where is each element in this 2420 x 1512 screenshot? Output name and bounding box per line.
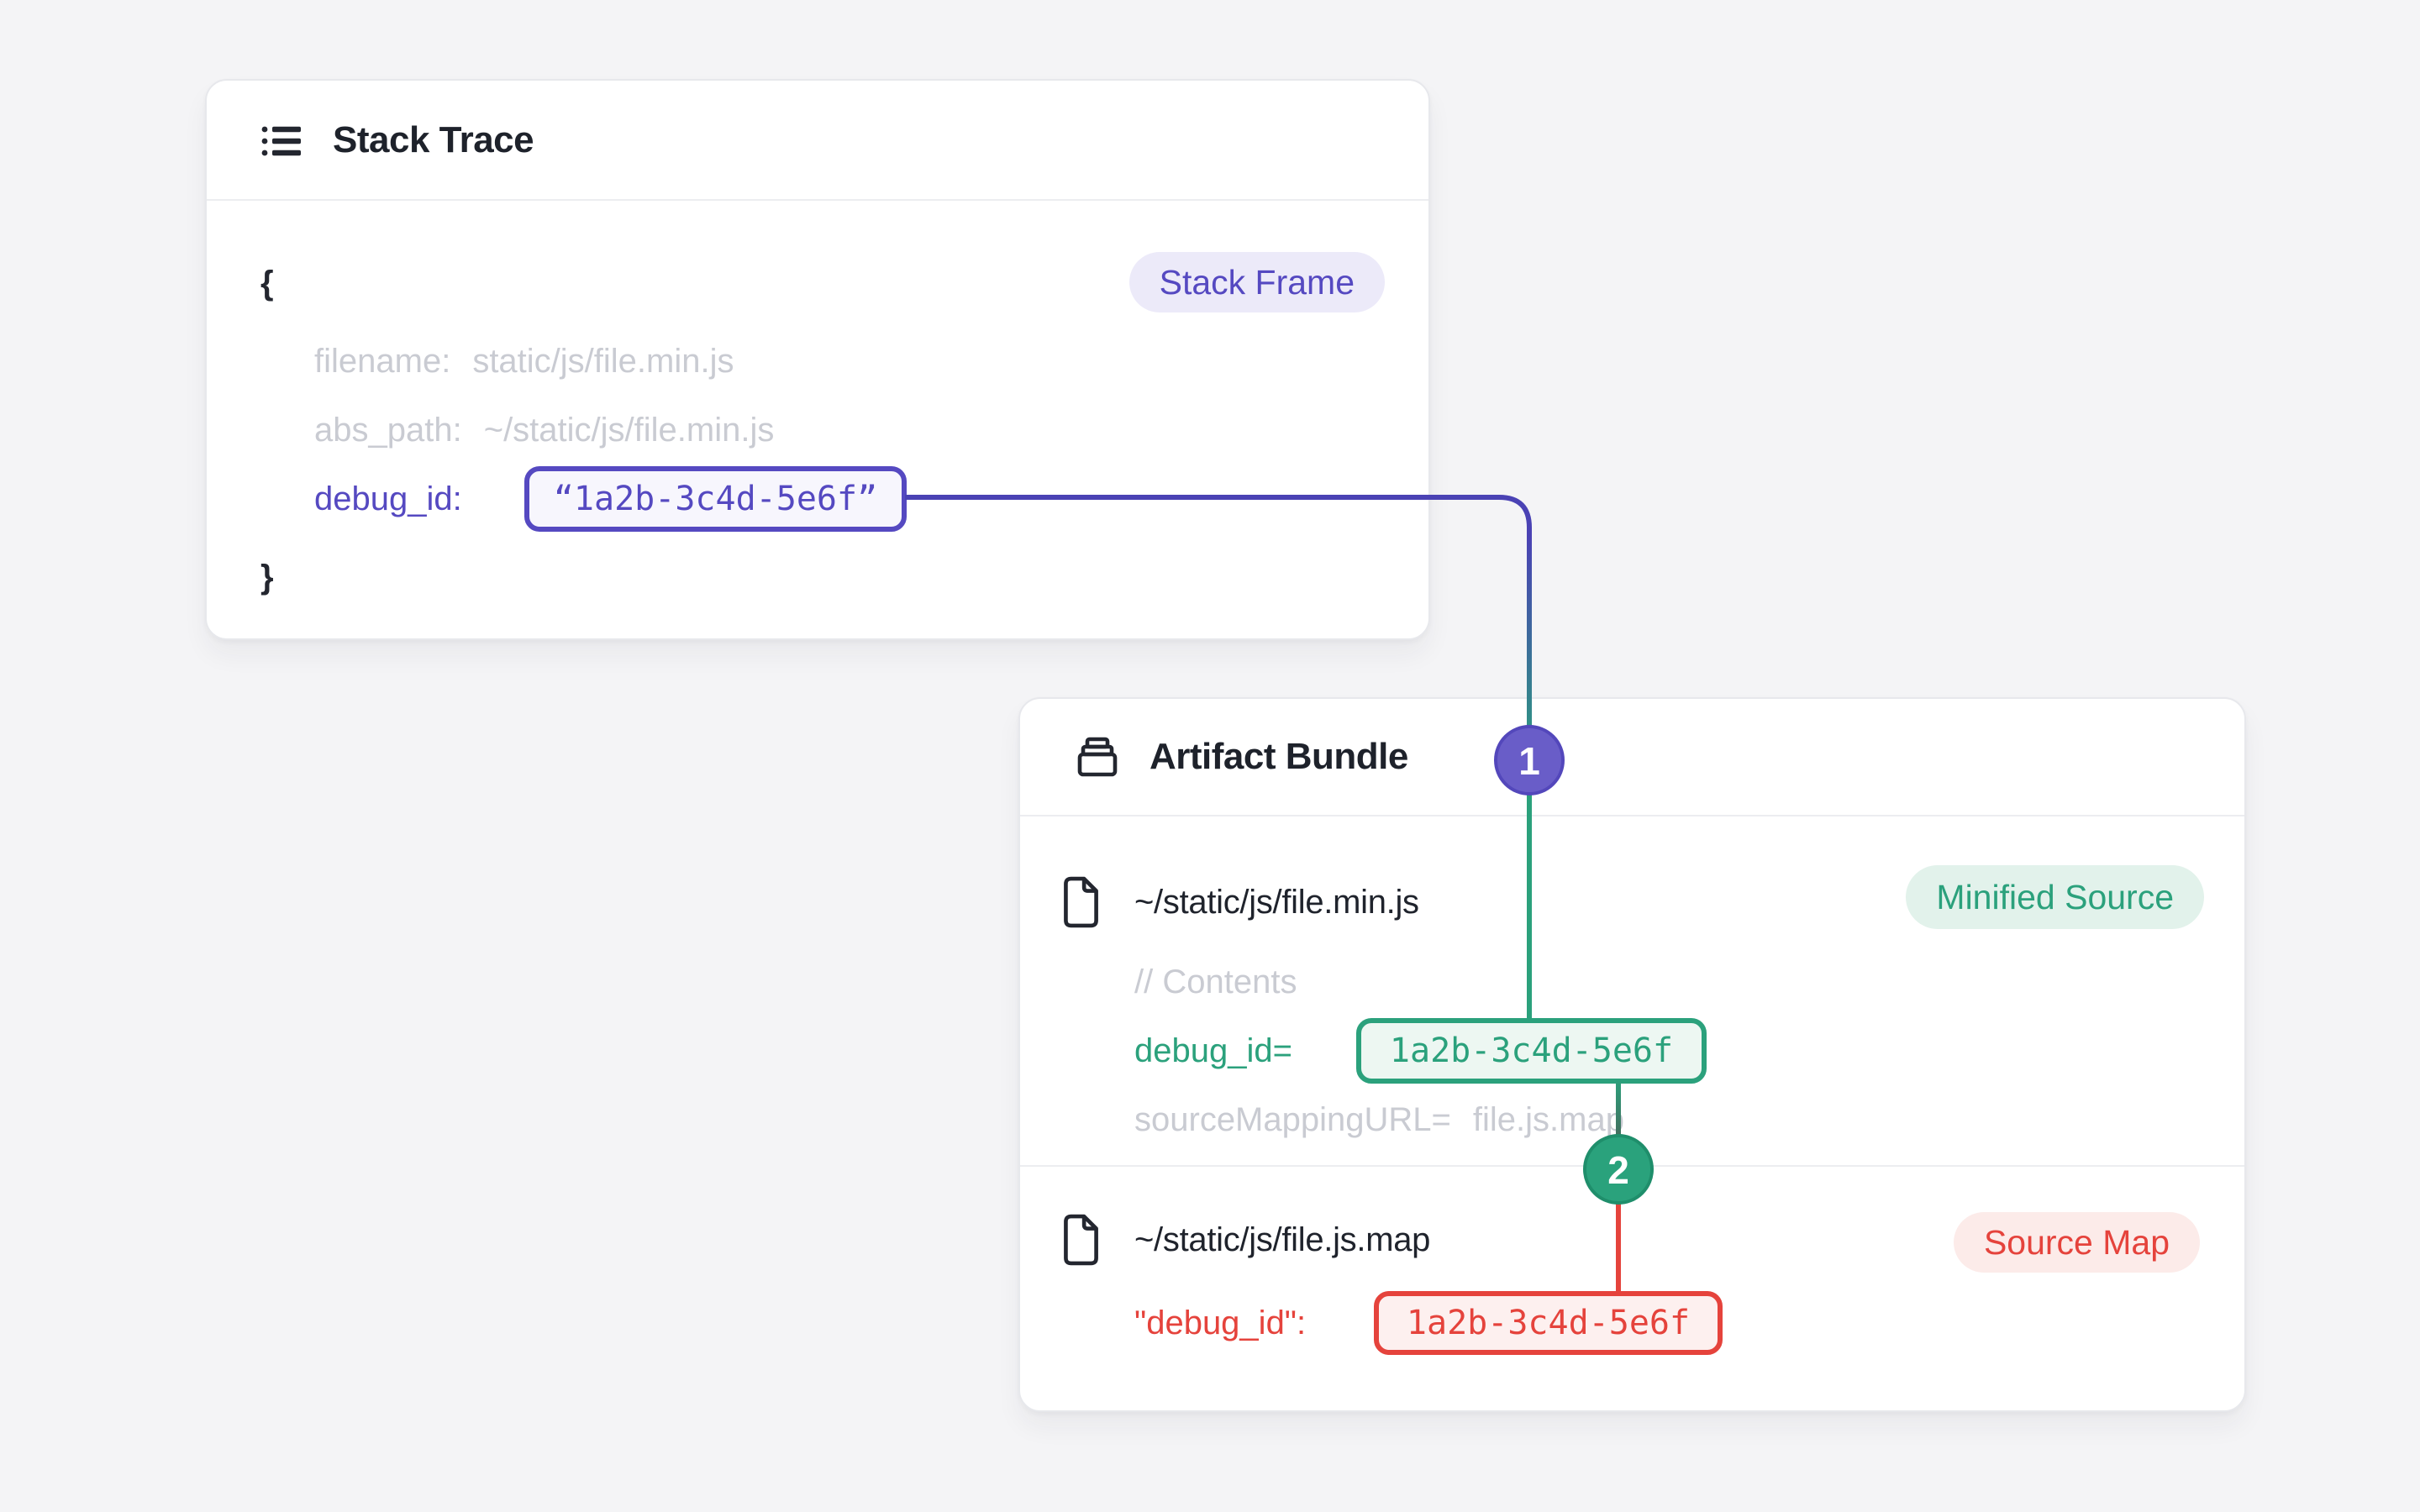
stack-trace-title: Stack Trace	[333, 118, 534, 160]
archive-icon	[1077, 737, 1118, 777]
code-line-map-debug-id: "debug_id":	[1134, 1306, 1306, 1340]
filename-key: filename:	[314, 343, 451, 380]
file-rows-divider	[1020, 1165, 2244, 1167]
file-icon	[1064, 876, 1098, 928]
debug-id-value-box: “1a2b-3c4d-5e6f”	[524, 466, 907, 532]
code-line-source-mapping-url: sourceMappingURL= file.js.map	[1134, 1103, 1624, 1137]
code-line-abs-path: abs_path: ~/static/js/file.min.js	[314, 413, 774, 447]
bundle-debug-id-key: debug_id=	[1134, 1032, 1292, 1069]
source-map-badge: Source Map	[1953, 1212, 2200, 1273]
artifact-bundle-header: Artifact Bundle	[1020, 699, 2244, 816]
code-line-debug-id: debug_id:	[314, 482, 462, 516]
source-mapping-key: sourceMappingURL=	[1134, 1101, 1451, 1138]
source-map-path: ~/static/js/file.js.map	[1134, 1221, 1431, 1258]
map-debug-id-key: "debug_id":	[1134, 1305, 1307, 1341]
stack-trace-card: Stack Trace Stack Frame { filename: stat…	[205, 79, 1430, 640]
filename-value: static/js/file.min.js	[472, 343, 734, 380]
minified-source-badge: Minified Source	[1906, 865, 2204, 929]
code-line-bundle-debug-id: debug_id=	[1134, 1034, 1292, 1068]
artifact-bundle-card: Artifact Bundle ~/static/js/file.min.js …	[1018, 697, 2246, 1412]
map-debug-id-value-box: 1a2b-3c4d-5e6f	[1374, 1291, 1723, 1355]
code-brace-close: }	[260, 559, 274, 596]
code-line-contents-comment: // Contents	[1134, 963, 1297, 1000]
file-row-minified: ~/static/js/file.min.js	[1057, 876, 1419, 928]
debug-id-key: debug_id:	[314, 480, 462, 517]
code-brace-open: {	[260, 265, 274, 302]
abs-path-value: ~/static/js/file.min.js	[483, 412, 775, 449]
code-line-filename: filename: static/js/file.min.js	[314, 344, 734, 378]
list-icon	[261, 126, 301, 155]
source-mapping-value: file.js.map	[1472, 1101, 1624, 1138]
file-icon	[1064, 1214, 1098, 1266]
stack-trace-header: Stack Trace	[207, 81, 1428, 201]
minified-path: ~/static/js/file.min.js	[1134, 883, 1419, 921]
file-row-source-map: ~/static/js/file.js.map	[1057, 1214, 1430, 1266]
stack-frame-badge: Stack Frame	[1128, 252, 1385, 312]
artifact-bundle-title: Artifact Bundle	[1150, 736, 1408, 777]
bundle-debug-id-value-box: 1a2b-3c4d-5e6f	[1356, 1018, 1707, 1084]
abs-path-key: abs_path:	[314, 412, 462, 449]
